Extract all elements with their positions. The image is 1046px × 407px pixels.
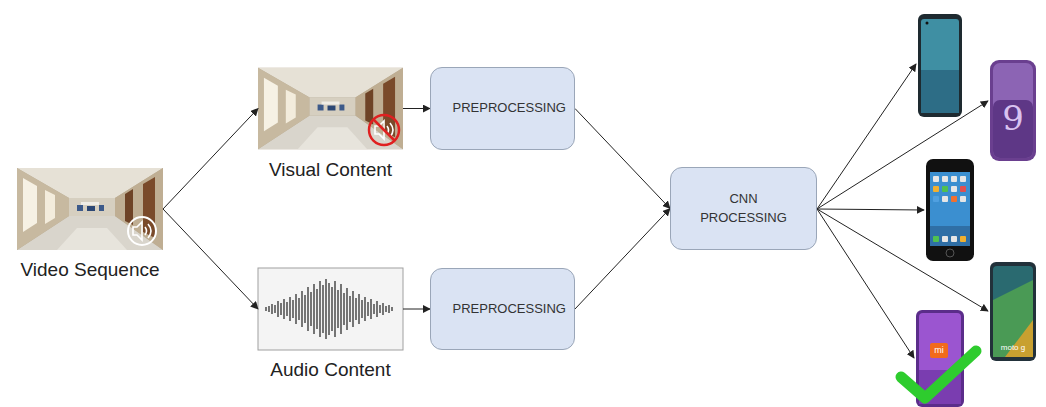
caption: Visual Content [269,159,392,181]
arrow-connector [403,108,430,109]
phone-3 [926,159,974,261]
process-box: CNN PROCESSING [670,167,817,250]
phone-logo: mi [934,346,944,355]
phone-logo: 9 [1002,101,1024,135]
arrow-connector [163,209,258,309]
video-thumbnail: Video Sequence [17,168,163,250]
process-box: PREPROCESSING [430,268,575,350]
box-label: PREPROCESSING [453,99,553,118]
box-label: PREPROCESSING [453,300,553,319]
phone-4 [990,262,1036,361]
audio-thumbnail: Audio Content [258,268,403,350]
caption: Audio Content [270,359,390,381]
phone-2 [990,60,1036,161]
visual-thumbnail: Visual Content [258,67,403,150]
caption: Video Sequence [20,259,159,281]
arrow-connector [163,109,258,210]
box-label: CNN PROCESSING [694,190,794,228]
visual-frame [258,68,403,149]
phone-1 [918,14,962,117]
arrow-connector [403,309,430,310]
arrow-connector [575,209,670,310]
arrow-connector [575,109,670,209]
muted-speaker-icon [369,115,399,145]
speaker-icon [128,217,156,245]
waveform [266,279,392,339]
video-frame [17,168,163,250]
audio-frame [258,268,403,350]
check-mark [901,351,976,398]
phone-logo: moto g [1001,344,1025,352]
process-box: PREPROCESSING [430,67,575,150]
